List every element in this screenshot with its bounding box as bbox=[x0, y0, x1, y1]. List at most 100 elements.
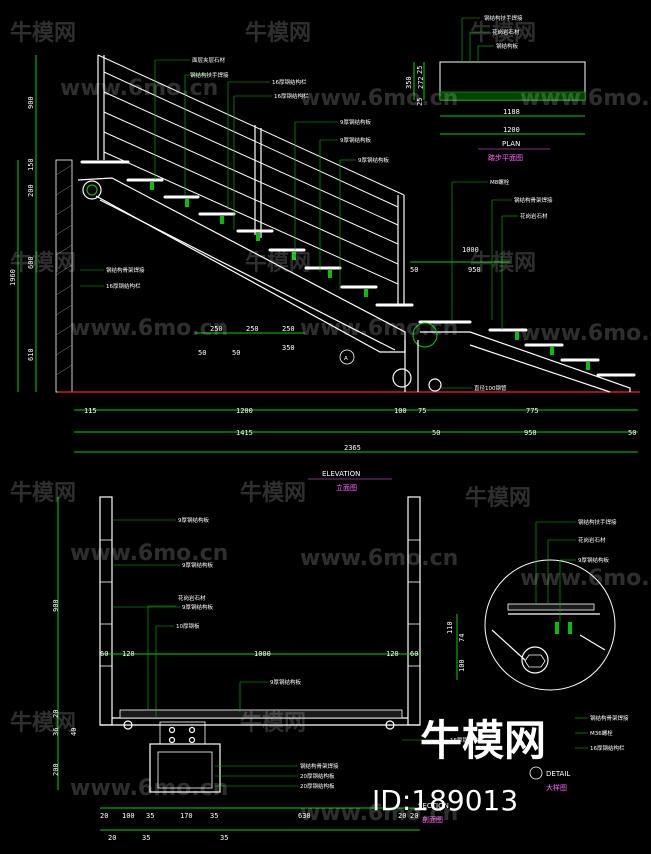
detail-label-5: M36螺栓 bbox=[590, 729, 613, 737]
sect-bottom-6: 630 bbox=[298, 812, 311, 820]
section-marker-letter: A bbox=[344, 356, 348, 362]
brand-id: ID:189013 bbox=[372, 784, 518, 817]
plan-dim-h1: 1188 bbox=[503, 108, 520, 116]
watermark-url-2: www.6mo.cn bbox=[300, 86, 458, 111]
detail-label-4: 钢结构骨架焊接 bbox=[590, 714, 629, 722]
sect-bottom-2: 100 bbox=[122, 812, 135, 820]
elev-label-2: 钢结构扶手焊接 bbox=[190, 71, 229, 79]
elev-label-1: 面层夹层石材 bbox=[192, 56, 226, 64]
elev-label-3: 16厚钢结构栏 bbox=[272, 78, 307, 86]
detail-label-1: 钢结构扶手焊接 bbox=[578, 518, 617, 526]
plan-title: PLAN bbox=[502, 140, 520, 148]
sect-label-1: 9厚钢结构板 bbox=[178, 516, 209, 524]
detail-label-3: 9厚钢结构板 bbox=[578, 556, 609, 564]
sect-label-5: 10厚钢板 bbox=[176, 622, 200, 630]
elev-label-9: 钢结构骨架焊接 bbox=[514, 196, 553, 204]
detail-dim-1: 110 bbox=[446, 621, 454, 634]
watermark-url-6: www.6mo.cn bbox=[520, 321, 651, 346]
elev-bottom-dim-9: 50 bbox=[628, 429, 636, 437]
elev-label-7: 9厚钢结构板 bbox=[358, 156, 389, 164]
plan-label-3: 钢结构板 bbox=[496, 42, 519, 50]
detail-view: 110 74 100 钢结构扶手焊接 花岗岩石材 9厚钢结构板 钢结构骨架焊接 … bbox=[446, 518, 629, 792]
watermark-cn-2: 牛模网 bbox=[245, 20, 311, 46]
sect-bottom2-3: 35 bbox=[220, 834, 228, 842]
elev-dim-v4: 1960 bbox=[9, 269, 17, 286]
elev-label-13: 直径100钢管 bbox=[474, 384, 507, 392]
elevation-view: A 900 150 200 1960 600 610 250 250 250 5… bbox=[9, 54, 640, 453]
sect-bottom-1: 20 bbox=[100, 812, 108, 820]
watermark-cn-10: 牛模网 bbox=[10, 710, 76, 736]
watermark-cn-3: 牛模网 bbox=[470, 20, 536, 46]
sect-dim-v1: 900 bbox=[52, 599, 60, 612]
elev-label-11: 钢结构骨架焊接 bbox=[106, 266, 145, 274]
elev-label-12: 16厚钢结构栏 bbox=[106, 282, 141, 290]
elev-bottom-dim-2: 1200 bbox=[236, 407, 253, 415]
elev-label-6: 9厚钢结构板 bbox=[340, 136, 371, 144]
elev-bottom-dim-8: 950 bbox=[524, 429, 537, 437]
watermark-cn-7: 牛模网 bbox=[10, 480, 76, 506]
sect-bottom-7: 20 bbox=[398, 812, 406, 820]
sect-dim-h1: 60 bbox=[100, 650, 108, 658]
sect-label-9: 20厚钢结构板 bbox=[300, 782, 335, 790]
section-view: ELEVATION 立面图 900 20 36 40 200 60 bbox=[52, 470, 485, 842]
sect-label-3: 9厚钢结构板 bbox=[182, 603, 213, 611]
elev-bottom-dim-5: 775 bbox=[526, 407, 539, 415]
elev-label-5: 9厚钢结构板 bbox=[340, 118, 371, 126]
elev-bottom-dim-6: 1415 bbox=[236, 429, 253, 437]
elev-step-dim-5: 50 bbox=[232, 349, 240, 357]
plan-dim-v4: 25 bbox=[416, 98, 424, 106]
plan-dim-v1: 350 bbox=[405, 76, 413, 89]
watermark-url-9: www.6mo.cn bbox=[520, 566, 651, 591]
detail-title-cn: 大样图 bbox=[546, 783, 567, 792]
sect-dim-h2: 120 bbox=[122, 650, 135, 658]
elevation-title: ELEVATION bbox=[322, 470, 360, 478]
watermark-url-1: www.6mo.cn bbox=[60, 76, 218, 101]
sect-label-2: 9厚钢结构板 bbox=[182, 561, 213, 569]
watermark-url-5: www.6mo.cn bbox=[300, 316, 458, 341]
sect-dim-v2: 20 bbox=[52, 710, 60, 718]
sect-dim-h4: 120 bbox=[386, 650, 399, 658]
sect-label-8: 20厚钢结构板 bbox=[300, 772, 335, 780]
elev-right-dim-3: 950 bbox=[468, 266, 481, 274]
sect-bottom2-1: 20 bbox=[108, 834, 116, 842]
sect-label-7: 钢结构骨架焊接 bbox=[300, 762, 339, 770]
elev-label-4: 16厚钢结构栏 bbox=[274, 92, 309, 100]
elev-bottom-dim-7: 50 bbox=[432, 429, 440, 437]
watermark-url-10: www.6mo.cn bbox=[70, 776, 228, 801]
watermark-cn-4: 牛模网 bbox=[10, 250, 76, 276]
watermark-layer: 牛模网 www.6mo.cn 牛模网 www.6mo.cn 牛模网 www.6m… bbox=[10, 20, 651, 826]
elev-step-dim-1: 250 bbox=[210, 325, 223, 333]
sect-dim-h3: 1000 bbox=[254, 650, 271, 658]
watermark-cn-6: 牛模网 bbox=[470, 250, 536, 276]
detail-label-2: 花岗岩石材 bbox=[578, 536, 606, 544]
sect-label-10: 16厚钢结构栏 bbox=[450, 736, 485, 744]
watermark-cn-5: 牛模网 bbox=[245, 250, 311, 276]
elev-label-8: M8螺栓 bbox=[490, 178, 510, 186]
watermark-url-11: www.6mo.cn bbox=[300, 801, 458, 826]
elev-bottom-dim-1: 115 bbox=[84, 407, 97, 415]
watermark-url-3: www.6mo.cn bbox=[520, 86, 651, 111]
plan-title-cn: 踏步平面图 bbox=[488, 153, 523, 162]
section-title: SECTION bbox=[418, 802, 449, 810]
elev-dim-v2: 150 bbox=[27, 158, 35, 171]
elevation-title-cn: 立面图 bbox=[336, 483, 357, 492]
detail-label-6: 16厚钢结构栏 bbox=[590, 744, 625, 752]
sect-bottom2-2: 35 bbox=[142, 834, 150, 842]
detail-dim-2: 74 bbox=[458, 634, 466, 642]
sect-label-6: 9厚钢结构板 bbox=[270, 678, 301, 686]
plan-dim-h2: 1200 bbox=[503, 126, 520, 134]
stair-treads bbox=[80, 160, 636, 377]
sect-dim-v3: 36 bbox=[52, 728, 60, 736]
watermark-cn-11: 牛模网 bbox=[240, 710, 306, 736]
plan-view: 350 25 272 25 1188 1200 钢结构扶手焊接 花岗岩石材 钢结… bbox=[405, 14, 586, 162]
elev-step-dim-4: 50 bbox=[198, 349, 206, 357]
plan-dim-v3: 272 bbox=[417, 76, 425, 89]
elev-bottom-dim-4: 75 bbox=[418, 407, 426, 415]
sect-label-4: 花岗岩石材 bbox=[178, 594, 206, 602]
elev-dim-v5: 600 bbox=[27, 256, 35, 269]
elev-bottom-dim-3: 100 bbox=[394, 407, 407, 415]
sect-dim-v5: 200 bbox=[52, 763, 60, 776]
watermark-url-7: www.6mo.cn bbox=[70, 541, 228, 566]
elev-step-dim-3: 250 bbox=[282, 325, 295, 333]
watermark-url-4: www.6mo.cn bbox=[70, 316, 228, 341]
